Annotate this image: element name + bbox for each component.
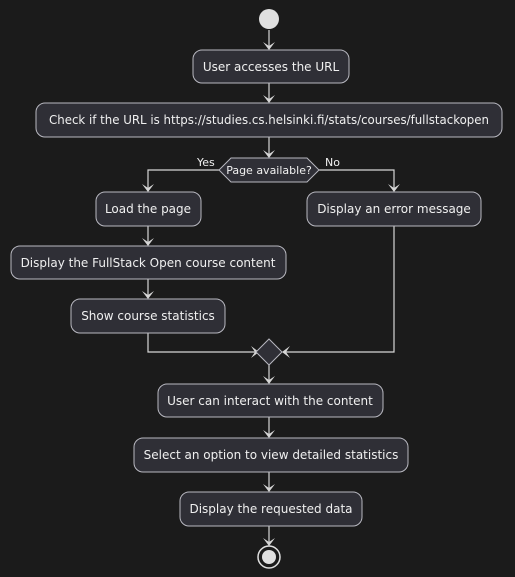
node-error-message: Display an error message bbox=[306, 191, 482, 227]
arrowhead bbox=[388, 184, 400, 192]
edge-error-to-merge bbox=[284, 226, 395, 353]
node-display-data: Display the requested data bbox=[179, 491, 363, 527]
node-load-page: Load the page bbox=[95, 191, 202, 227]
edge-stats-to-merge bbox=[147, 333, 257, 353]
end-node bbox=[257, 545, 281, 569]
decision-page-available: Page available? bbox=[218, 157, 320, 183]
node-label: Check if the URL is https://studies.cs.h… bbox=[49, 113, 489, 127]
node-label: User can interact with the content bbox=[167, 394, 373, 408]
arrowhead bbox=[263, 150, 275, 158]
node-interact: User can interact with the content bbox=[157, 383, 384, 418]
branch-label-no: No bbox=[325, 156, 340, 169]
node-label: Load the page bbox=[105, 202, 191, 216]
node-label: Display the FullStack Open course conten… bbox=[21, 256, 276, 270]
arrowhead bbox=[263, 42, 275, 50]
decision-label: Page available? bbox=[226, 164, 312, 177]
arrowhead bbox=[142, 238, 154, 246]
node-user-access: User accesses the URL bbox=[192, 49, 350, 84]
arrowhead bbox=[263, 95, 275, 103]
arrowhead bbox=[263, 376, 275, 384]
node-label: Display an error message bbox=[317, 202, 471, 216]
node-label: Display the requested data bbox=[189, 502, 352, 516]
start-node bbox=[259, 9, 279, 29]
node-select-option: Select an option to view detailed statis… bbox=[133, 437, 409, 473]
arrowhead bbox=[263, 430, 275, 438]
edge-no-branch bbox=[319, 169, 395, 189]
node-display-content: Display the FullStack Open course conten… bbox=[10, 245, 287, 280]
arrowhead bbox=[282, 346, 290, 358]
arrowhead bbox=[263, 484, 275, 492]
merge-node bbox=[255, 338, 283, 366]
node-show-stats: Show course statistics bbox=[70, 298, 226, 334]
branch-label-yes: Yes bbox=[196, 156, 215, 169]
node-label: User accesses the URL bbox=[203, 60, 340, 74]
edges bbox=[142, 30, 400, 546]
node-label: Select an option to view detailed statis… bbox=[144, 448, 399, 462]
arrowhead bbox=[251, 346, 259, 358]
node-check-url: Check if the URL is https://studies.cs.h… bbox=[35, 102, 503, 138]
edge-yes-branch bbox=[147, 169, 219, 189]
arrowhead bbox=[142, 184, 154, 192]
node-label: Show course statistics bbox=[81, 309, 215, 323]
arrowhead bbox=[142, 291, 154, 299]
arrowhead bbox=[263, 538, 275, 546]
